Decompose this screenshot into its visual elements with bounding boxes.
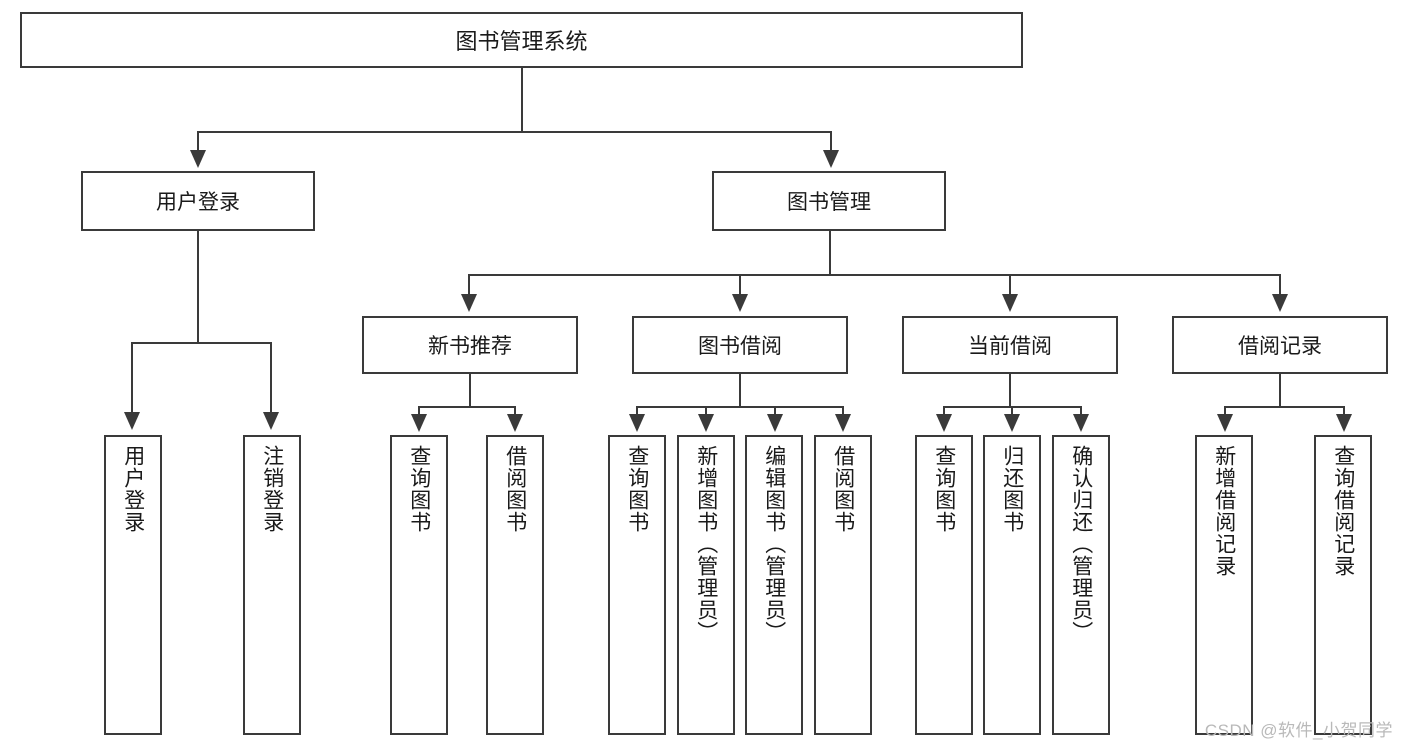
- leaf-label: 用户登录: [121, 445, 145, 533]
- arrow-user-login-to-leaf-2: [263, 412, 279, 430]
- leaf-label: 新增图书（管理员）: [694, 445, 718, 643]
- leaf-label: 注销登录: [260, 445, 284, 533]
- connector-current-borrow-stem: [1009, 374, 1011, 407]
- leaf-current-borrow-query[interactable]: 查询图书: [915, 435, 973, 735]
- leaf-book-borrow-borrow[interactable]: 借阅图书: [814, 435, 872, 735]
- connector-user-login-to-leaf-1: [131, 342, 133, 415]
- leaf-label: 查询图书: [407, 445, 431, 533]
- leaf-label: 新增借阅记录: [1212, 445, 1236, 577]
- arrow-root-to-book-manage: [823, 150, 839, 168]
- connector-current-borrow-to-leaf-2: [1011, 406, 1013, 418]
- connector-current-borrow-to-leaf-1: [943, 406, 945, 418]
- leaf-borrow-record-add[interactable]: 新增借阅记录: [1195, 435, 1253, 735]
- connector-new-book-stem: [469, 374, 471, 407]
- node-label: 图书管理: [787, 191, 871, 214]
- connector-book-borrow-stem: [739, 374, 741, 407]
- connector-book-manage-stem: [829, 231, 831, 275]
- node-user-login[interactable]: 用户登录: [81, 171, 315, 231]
- node-current-borrow[interactable]: 当前借阅: [902, 316, 1118, 374]
- connector-book-manage-to-borrow-record: [1279, 274, 1281, 297]
- connector-root-to-user-login: [197, 131, 199, 153]
- arrow-borrow-record-to-leaf-1: [1217, 414, 1233, 432]
- leaf-label: 借阅图书: [503, 445, 527, 533]
- node-label: 图书借阅: [698, 335, 782, 358]
- connector-current-borrow-to-leaf-3: [1080, 406, 1082, 418]
- arrow-book-manage-to-current-borrow: [1002, 294, 1018, 312]
- arrow-user-login-to-leaf-1: [124, 412, 140, 430]
- node-label: 用户登录: [156, 191, 240, 214]
- node-label: 图书管理系统: [455, 29, 588, 54]
- node-label: 新书推荐: [428, 335, 512, 358]
- leaf-user-login-logout[interactable]: 注销登录: [243, 435, 301, 735]
- connector-book-borrow-to-leaf-4: [842, 406, 844, 418]
- node-root-system[interactable]: 图书管理系统: [20, 12, 1023, 68]
- connector-new-book-to-leaf-2: [514, 406, 516, 418]
- connector-root-to-book-manage: [830, 131, 832, 153]
- arrow-book-borrow-to-leaf-2: [698, 414, 714, 432]
- connector-book-manage-to-new-book: [468, 274, 470, 297]
- connector-user-login-stem: [197, 231, 199, 343]
- leaf-book-borrow-add[interactable]: 新增图书（管理员）: [677, 435, 735, 735]
- leaf-label: 归还图书: [1000, 445, 1024, 533]
- node-borrow-record[interactable]: 借阅记录: [1172, 316, 1388, 374]
- connector-book-borrow-bus: [637, 406, 843, 408]
- connector-book-manage-to-book-borrow: [739, 274, 741, 297]
- leaf-book-borrow-edit[interactable]: 编辑图书（管理员）: [745, 435, 803, 735]
- leaf-current-borrow-confirm-return[interactable]: 确认归还（管理员）: [1052, 435, 1110, 735]
- leaf-new-book-query[interactable]: 查询图书: [390, 435, 448, 735]
- leaf-label: 确认归还（管理员）: [1069, 445, 1093, 643]
- connector-root-stem: [521, 68, 523, 132]
- node-book-borrow[interactable]: 图书借阅: [632, 316, 848, 374]
- arrow-book-manage-to-book-borrow: [732, 294, 748, 312]
- leaf-label: 编辑图书（管理员）: [762, 445, 786, 643]
- connector-borrow-record-to-leaf-2: [1343, 406, 1345, 418]
- leaf-borrow-record-query[interactable]: 查询借阅记录: [1314, 435, 1372, 735]
- leaf-label: 借阅图书: [831, 445, 855, 533]
- leaf-book-borrow-query[interactable]: 查询图书: [608, 435, 666, 735]
- arrow-borrow-record-to-leaf-2: [1336, 414, 1352, 432]
- node-label: 借阅记录: [1238, 335, 1322, 358]
- leaf-label: 查询图书: [932, 445, 956, 533]
- arrow-root-to-user-login: [190, 150, 206, 168]
- arrow-current-borrow-to-leaf-1: [936, 414, 952, 432]
- connector-borrow-record-stem: [1279, 374, 1281, 407]
- leaf-label: 查询图书: [625, 445, 649, 533]
- connector-book-borrow-to-leaf-1: [636, 406, 638, 418]
- connector-book-manage-bus: [469, 274, 1281, 276]
- connector-new-book-bus: [419, 406, 515, 408]
- arrow-book-borrow-to-leaf-4: [835, 414, 851, 432]
- connector-borrow-record-to-leaf-1: [1224, 406, 1226, 418]
- connector-new-book-to-leaf-1: [418, 406, 420, 418]
- connector-book-borrow-to-leaf-3: [774, 406, 776, 418]
- connector-root-bus: [198, 131, 832, 133]
- arrow-current-borrow-to-leaf-3: [1073, 414, 1089, 432]
- arrow-book-borrow-to-leaf-1: [629, 414, 645, 432]
- connector-book-manage-to-current-borrow: [1009, 274, 1011, 297]
- connector-borrow-record-bus: [1225, 406, 1344, 408]
- connector-book-borrow-to-leaf-2: [705, 406, 707, 418]
- arrow-new-book-to-leaf-1: [411, 414, 427, 432]
- leaf-new-book-borrow[interactable]: 借阅图书: [486, 435, 544, 735]
- arrow-book-manage-to-borrow-record: [1272, 294, 1288, 312]
- leaf-user-login-login[interactable]: 用户登录: [104, 435, 162, 735]
- connector-user-login-to-leaf-2: [270, 342, 272, 415]
- arrow-current-borrow-to-leaf-2: [1004, 414, 1020, 432]
- arrow-book-borrow-to-leaf-3: [767, 414, 783, 432]
- arrow-new-book-to-leaf-2: [507, 414, 523, 432]
- connector-user-login-bus: [132, 342, 271, 344]
- leaf-current-borrow-return[interactable]: 归还图书: [983, 435, 1041, 735]
- arrow-book-manage-to-new-book: [461, 294, 477, 312]
- node-label: 当前借阅: [968, 335, 1052, 358]
- leaf-label: 查询借阅记录: [1331, 445, 1355, 577]
- node-book-management[interactable]: 图书管理: [712, 171, 946, 231]
- node-new-book-recommend[interactable]: 新书推荐: [362, 316, 578, 374]
